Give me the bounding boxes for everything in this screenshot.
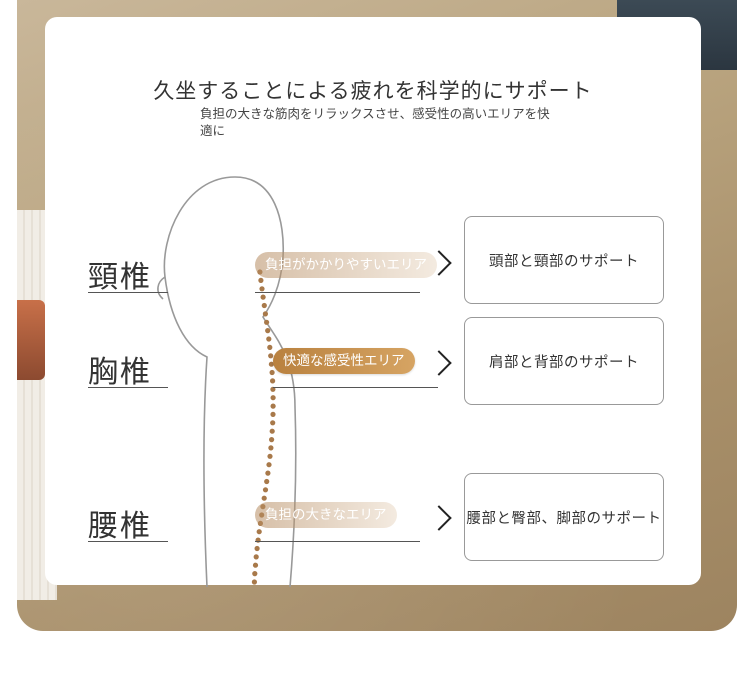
area-underline [273,387,438,388]
region-underline [88,387,168,388]
spine-dot [251,579,257,585]
spine-dot [268,445,274,451]
spine-dot [266,336,272,342]
spine-dot [270,403,276,409]
chevron-right-icon [426,505,452,531]
spine-dot [261,495,267,501]
region-label-thoracic: 胸椎 [88,355,152,390]
area-pill-lumbar: 負担の大きなエリア [255,502,397,528]
books-decoration [17,300,45,380]
area-pill-thoracic: 快適な感受性エリア [273,348,415,374]
support-box-thoracic: 肩部と背部のサポート [464,317,664,405]
spine-dot [267,344,273,350]
area-pill-cervical: 負担がかかりやすいエリア [255,252,437,278]
spine-dot [253,554,259,560]
spine-dot [270,411,276,417]
spine-dot [268,361,274,367]
spine-dot [264,319,270,325]
human-figure-illustration [157,176,297,587]
support-box-lumbar: 腰部と臀部、脚部のサポート [464,473,664,561]
chevron-right-icon [426,350,452,376]
spine-dot [261,302,267,309]
spine-dot [270,420,276,426]
support-box-cervical: 頭部と頸部のサポート [464,216,664,304]
page-subtitle: 負担の大きな筋肉をリラックスさせ、感受性の高いエリアを快適に [200,106,550,138]
area-underline [255,292,420,293]
page-title: 久坐することによる疲れを科学的にサポート [153,79,593,103]
spine-dot [267,453,273,459]
spine-dot [270,386,276,392]
region-underline [88,292,168,293]
region-label-lumbar: 腰椎 [88,509,152,544]
spine-dot [260,294,266,300]
spine-dot [269,428,275,434]
spine-dot [269,437,275,443]
spine-dot [258,277,264,283]
spine-dot [268,353,274,359]
spine-dot [252,562,259,568]
spine-dot [264,478,270,485]
spine-dot [270,395,276,401]
info-card: 久坐することによる疲れを科学的にサポート 負担の大きな筋肉をリラックスさせ、感受… [45,17,701,587]
spine-dot [256,529,262,535]
spine-dot [265,470,271,476]
spine-dot [270,378,276,384]
spine-dot [262,311,268,317]
area-underline [255,541,420,542]
spine-dot [259,286,265,292]
spine-dot [252,571,258,577]
spine-dot [262,487,269,493]
spine-dot [265,328,271,334]
region-underline [88,541,168,542]
spine-dot [269,369,275,376]
spine-dot [254,545,260,552]
spine-dot [266,462,272,468]
spine-dots [251,269,276,585]
region-label-cervical: 頸椎 [88,260,152,295]
